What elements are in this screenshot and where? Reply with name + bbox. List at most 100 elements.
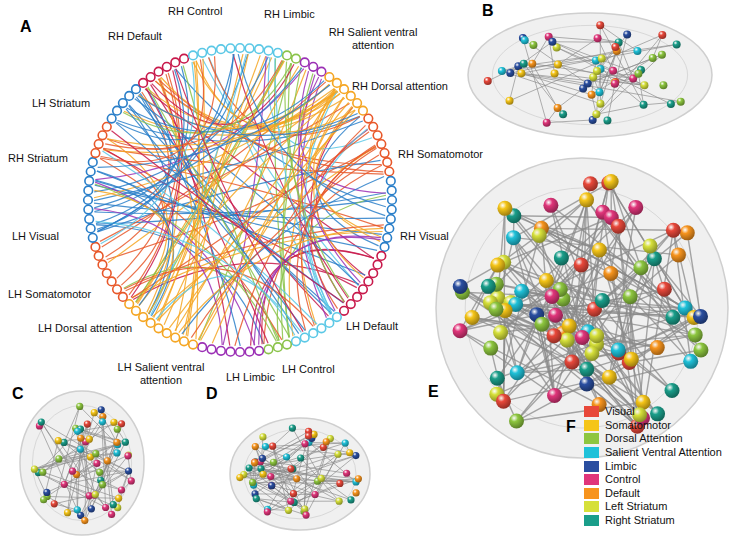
brain-edge bbox=[547, 120, 593, 123]
brain-edge bbox=[291, 501, 339, 502]
brain-fold bbox=[465, 188, 699, 428]
region-sphere bbox=[575, 330, 590, 345]
chord-link bbox=[124, 268, 313, 327]
ring-node bbox=[383, 158, 392, 167]
region-sphere bbox=[589, 328, 604, 343]
ring-node bbox=[333, 313, 342, 322]
brain-edge bbox=[629, 317, 694, 362]
ring-node bbox=[217, 45, 226, 54]
chord-link bbox=[212, 90, 336, 343]
region-sphere bbox=[579, 362, 594, 377]
brain-edge bbox=[563, 207, 636, 333]
region-sphere bbox=[113, 439, 120, 446]
region-sphere bbox=[287, 498, 294, 505]
ring-node bbox=[162, 63, 171, 72]
region-sphere bbox=[579, 376, 594, 391]
region-sphere bbox=[610, 79, 618, 87]
ring-node bbox=[98, 131, 107, 140]
brain-edge bbox=[68, 471, 73, 513]
network-label: RH Visual bbox=[400, 230, 449, 243]
region-sphere bbox=[497, 201, 512, 216]
region-sphere bbox=[114, 426, 121, 433]
ring-node bbox=[180, 337, 189, 346]
panel-letter: B bbox=[482, 2, 494, 20]
region-sphere bbox=[529, 41, 537, 49]
brain-edge bbox=[563, 299, 658, 414]
region-sphere bbox=[88, 505, 95, 512]
brain-edge bbox=[549, 37, 619, 43]
network-label: LH Default bbox=[346, 320, 398, 333]
ring-node bbox=[309, 329, 318, 338]
ring-node bbox=[113, 285, 122, 294]
region-sphere bbox=[574, 258, 589, 273]
region-sphere bbox=[64, 509, 71, 516]
region-sphere bbox=[628, 200, 643, 215]
region-sphere bbox=[287, 465, 294, 472]
ring-node bbox=[317, 324, 326, 333]
ring-node bbox=[98, 260, 107, 269]
ring-node bbox=[88, 234, 97, 243]
region-sphere bbox=[506, 69, 514, 77]
region-sphere bbox=[677, 98, 685, 106]
ring-node bbox=[347, 92, 356, 101]
ring-node bbox=[377, 252, 386, 261]
legend-text: Somatomotor bbox=[605, 419, 671, 432]
ring-node bbox=[139, 79, 148, 88]
ring-node bbox=[325, 319, 334, 328]
region-sphere bbox=[236, 474, 243, 481]
ring-node bbox=[119, 99, 128, 108]
region-sphere bbox=[77, 435, 84, 442]
region-sphere bbox=[509, 414, 524, 429]
ring-node bbox=[162, 329, 171, 338]
region-sphere bbox=[124, 452, 131, 459]
panel-letter: E bbox=[428, 383, 439, 401]
network-label: LH Limbic bbox=[226, 371, 275, 384]
region-sphere bbox=[77, 446, 84, 453]
network-label: LH Striatum bbox=[32, 97, 90, 110]
ring-node bbox=[317, 67, 326, 76]
chord-link bbox=[94, 190, 173, 313]
region-sphere bbox=[69, 468, 76, 475]
region-sphere bbox=[623, 31, 631, 39]
ring-node bbox=[88, 158, 97, 167]
region-sphere bbox=[264, 508, 271, 515]
region-sphere bbox=[484, 77, 492, 85]
region-sphere bbox=[453, 323, 468, 338]
region-sphere bbox=[259, 455, 266, 462]
ring-node bbox=[300, 333, 309, 342]
ring-node bbox=[255, 45, 264, 54]
chord-link bbox=[97, 54, 234, 231]
brain-edge bbox=[600, 25, 637, 51]
chord-link bbox=[103, 91, 338, 152]
region-sphere bbox=[611, 343, 626, 358]
region-sphere bbox=[490, 371, 505, 386]
ring-node bbox=[236, 348, 245, 357]
brain-edge bbox=[244, 443, 345, 475]
ring-node bbox=[236, 44, 245, 53]
network-label: RH Striatum bbox=[8, 152, 68, 165]
region-sphere bbox=[633, 47, 641, 55]
ring-node bbox=[86, 167, 95, 176]
region-sphere bbox=[547, 388, 562, 403]
brain-edge bbox=[619, 42, 634, 78]
network-label: LH Visual bbox=[12, 230, 59, 243]
legend-swatch bbox=[584, 515, 599, 526]
brain-edge bbox=[551, 205, 694, 317]
region-sphere bbox=[346, 449, 353, 456]
region-sphere bbox=[323, 438, 330, 445]
legend-swatch bbox=[584, 420, 599, 431]
region-sphere bbox=[543, 198, 558, 213]
region-sphere bbox=[539, 273, 554, 288]
region-sphere bbox=[347, 496, 354, 503]
region-sphere bbox=[125, 451, 132, 458]
region-sphere bbox=[534, 317, 549, 332]
brain-view bbox=[230, 418, 370, 530]
region-sphere bbox=[99, 418, 106, 425]
legend-row: Limbic bbox=[584, 459, 722, 473]
region-sphere bbox=[318, 475, 325, 482]
ring-node bbox=[353, 99, 362, 108]
region-sphere bbox=[297, 454, 304, 461]
region-sphere bbox=[528, 60, 536, 68]
brain-edge bbox=[551, 205, 640, 414]
region-sphere bbox=[86, 436, 93, 443]
